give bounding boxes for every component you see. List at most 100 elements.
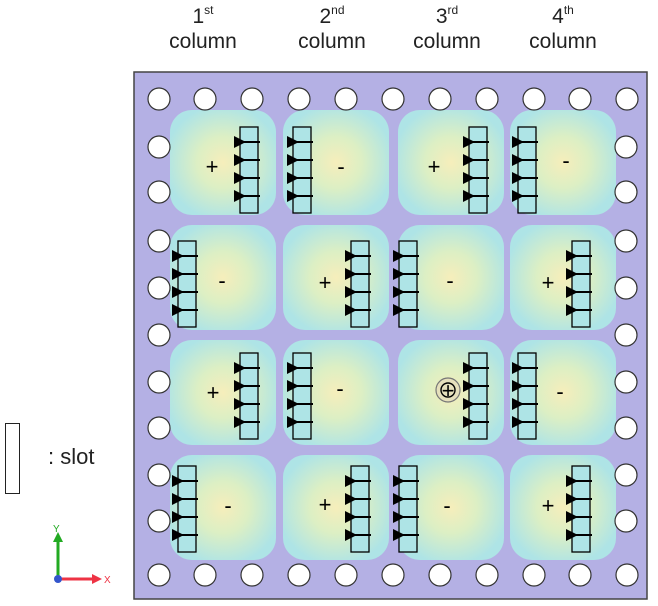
slot bbox=[463, 126, 489, 214]
hole bbox=[287, 87, 311, 111]
slot bbox=[287, 126, 313, 214]
field-cell bbox=[398, 110, 504, 215]
column-header-word: column bbox=[169, 30, 237, 53]
hole bbox=[475, 87, 499, 111]
field-cell bbox=[170, 340, 276, 445]
hole bbox=[334, 87, 358, 111]
polarity-sign: - bbox=[443, 493, 450, 518]
hole bbox=[147, 563, 171, 587]
hole bbox=[568, 87, 592, 111]
slot bbox=[566, 465, 592, 553]
polarity-sign: - bbox=[337, 154, 344, 179]
polarity-sign: + bbox=[319, 270, 332, 295]
hole bbox=[614, 509, 638, 533]
hole bbox=[615, 563, 639, 587]
y-axis-label: Y bbox=[53, 524, 60, 535]
hole bbox=[614, 276, 638, 300]
hole bbox=[240, 87, 264, 111]
probe-ring bbox=[435, 377, 461, 403]
hole bbox=[147, 463, 171, 487]
slot bbox=[345, 240, 371, 328]
hole bbox=[287, 563, 311, 587]
field-cell bbox=[170, 110, 276, 215]
hole bbox=[614, 180, 638, 204]
column-header-ordinal: 1 bbox=[192, 5, 205, 28]
hole bbox=[522, 563, 546, 587]
slot bbox=[172, 240, 198, 328]
polarity-sign: + bbox=[207, 380, 220, 405]
slot bbox=[172, 465, 198, 553]
hole bbox=[568, 563, 592, 587]
column-header-suffix: st bbox=[204, 3, 214, 17]
column-header-suffix: rd bbox=[447, 3, 459, 17]
slot-legend-symbol bbox=[5, 423, 20, 494]
hole bbox=[147, 509, 171, 533]
probe-circle bbox=[440, 382, 456, 398]
polarity-sign: - bbox=[336, 376, 343, 401]
slot bbox=[512, 352, 538, 440]
polarity-sign: - bbox=[556, 379, 563, 404]
field-cell bbox=[510, 225, 616, 330]
hole bbox=[614, 370, 638, 394]
hole bbox=[381, 563, 405, 587]
polarity-sign: - bbox=[446, 268, 453, 293]
column-header-word: column bbox=[413, 30, 481, 53]
slot bbox=[393, 465, 419, 553]
polarity-sign: + bbox=[442, 378, 455, 403]
column-header-ordinal: 4 bbox=[552, 5, 564, 28]
column-header-ordinal: 2 bbox=[319, 5, 332, 28]
x-axis-arrowhead bbox=[92, 574, 102, 584]
slot bbox=[234, 352, 260, 440]
hole bbox=[614, 135, 638, 159]
slot bbox=[566, 240, 592, 328]
slot bbox=[234, 126, 260, 214]
y-axis-arrowhead bbox=[53, 532, 63, 542]
hole bbox=[147, 180, 171, 204]
hole bbox=[614, 463, 638, 487]
column-header-2: 2nd column bbox=[277, 4, 387, 54]
slot bbox=[287, 352, 313, 440]
hole bbox=[147, 229, 171, 253]
field-cell bbox=[283, 225, 389, 330]
polarity-sign: + bbox=[428, 154, 441, 179]
slot bbox=[345, 465, 371, 553]
hole bbox=[147, 135, 171, 159]
hole bbox=[475, 563, 499, 587]
hole bbox=[334, 563, 358, 587]
hole bbox=[147, 370, 171, 394]
column-header-suffix: th bbox=[563, 3, 574, 17]
hole bbox=[240, 563, 264, 587]
hole bbox=[428, 87, 452, 111]
x-axis-label: X bbox=[104, 575, 111, 586]
hole bbox=[147, 323, 171, 347]
hole bbox=[147, 276, 171, 300]
slot bbox=[393, 240, 419, 328]
column-header-word: column bbox=[298, 30, 366, 53]
hole bbox=[193, 563, 217, 587]
slot bbox=[512, 126, 538, 214]
field-cell bbox=[510, 455, 616, 560]
hole bbox=[614, 229, 638, 253]
polarity-sign: - bbox=[224, 493, 231, 518]
hole bbox=[614, 416, 638, 440]
hole bbox=[193, 87, 217, 111]
hole bbox=[147, 87, 171, 111]
column-header-1: 1st column bbox=[148, 4, 258, 54]
polarity-sign: + bbox=[206, 154, 219, 179]
field-cell bbox=[283, 455, 389, 560]
column-header-ordinal: 3 bbox=[435, 5, 448, 28]
column-header-word: column bbox=[529, 30, 597, 53]
column-header-4: 4th column bbox=[508, 4, 618, 54]
polarity-sign: + bbox=[319, 492, 332, 517]
hole bbox=[522, 87, 546, 111]
field-cell bbox=[398, 455, 504, 560]
hole bbox=[615, 87, 639, 111]
column-header-3: 3rd column bbox=[392, 4, 502, 54]
hole bbox=[147, 416, 171, 440]
field-cell bbox=[398, 225, 504, 330]
axis-origin bbox=[54, 575, 62, 583]
slot-legend-label: : slot bbox=[48, 444, 95, 469]
column-header-suffix: nd bbox=[331, 3, 345, 17]
polarity-sign: - bbox=[562, 148, 569, 173]
polarity-sign: + bbox=[542, 493, 555, 518]
